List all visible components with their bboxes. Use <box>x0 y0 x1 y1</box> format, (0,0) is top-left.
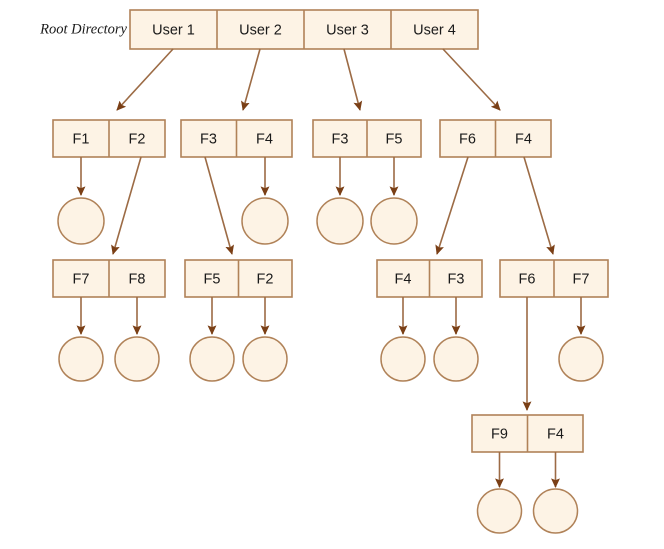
root-cell-user-1[interactable]: User 1 <box>152 22 195 38</box>
user1-directory: F1 F2 <box>52 119 166 158</box>
cell-f9[interactable]: F9 <box>491 426 508 442</box>
root-cell-user-3[interactable]: User 3 <box>326 22 369 38</box>
cell-user3-f3[interactable]: F3 <box>332 131 349 147</box>
cell-f4c[interactable]: F4 <box>395 271 412 287</box>
arrow-f4b-to-subdirectory <box>523 156 555 255</box>
cell-user2-f3[interactable]: F3 <box>200 131 217 147</box>
file-node-f4d[interactable] <box>532 488 579 534</box>
cell-f7[interactable]: F7 <box>73 271 90 287</box>
file-node-f7b[interactable] <box>558 336 604 382</box>
cell-f6b[interactable]: F6 <box>519 271 536 287</box>
file-node-f3c[interactable] <box>433 336 479 382</box>
f6-subdirectory: F4 F3 <box>376 259 483 298</box>
cell-user2-f4[interactable]: F4 <box>256 131 273 147</box>
root-cell-user-2[interactable]: User 2 <box>239 22 282 38</box>
cell-f2b[interactable]: F2 <box>257 271 274 287</box>
arrow-user1-to-dir <box>116 48 174 111</box>
cell-user1-f1[interactable]: F1 <box>73 131 90 147</box>
f2-subdirectory: F7 F8 <box>52 259 166 298</box>
cell-user4-f6[interactable]: F6 <box>459 131 476 147</box>
root-directory-label: Root Directory <box>39 21 127 37</box>
arrow-user3-to-dir <box>343 48 363 111</box>
f6-deep-subdirectory: F9 F4 <box>471 414 584 453</box>
file-node-f4c[interactable] <box>380 336 426 382</box>
cell-user1-f2[interactable]: F2 <box>129 131 146 147</box>
arrow-user2-to-dir <box>241 48 261 111</box>
file-node-f9[interactable] <box>476 488 523 534</box>
file-node-f5[interactable] <box>370 197 418 245</box>
file-node-f8[interactable] <box>114 336 160 382</box>
arrow-f3-to-subdirectory <box>204 156 234 255</box>
root-cell-user-4[interactable]: User 4 <box>413 22 456 38</box>
user3-directory: F3 F5 <box>312 119 422 158</box>
f4-subdirectory: F6 F7 <box>499 259 609 298</box>
f3-subdirectory: F5 F2 <box>184 259 293 298</box>
arrow-user4-to-dir <box>442 48 501 111</box>
cell-user3-f5[interactable]: F5 <box>386 131 403 147</box>
cell-f3c[interactable]: F3 <box>448 271 465 287</box>
file-node-f1[interactable] <box>57 197 105 245</box>
root-directory-row: User 1 User 2 User 3 User 4 <box>129 9 479 50</box>
user2-directory: F3 F4 <box>180 119 293 158</box>
cell-f8[interactable]: F8 <box>129 271 146 287</box>
file-node-f5b[interactable] <box>189 336 235 382</box>
cell-f4d[interactable]: F4 <box>547 426 564 442</box>
file-node-f3b[interactable] <box>316 197 364 245</box>
arrow-f2-to-subdirectory <box>111 156 142 255</box>
cell-f5b[interactable]: F5 <box>204 271 221 287</box>
arrow-f6-to-subdirectory <box>435 156 469 255</box>
cell-f7b[interactable]: F7 <box>573 271 590 287</box>
file-node-f7[interactable] <box>58 336 104 382</box>
user4-directory: F6 F4 <box>439 119 552 158</box>
file-node-f4[interactable] <box>241 197 289 245</box>
cell-user4-f4[interactable]: F4 <box>515 131 532 147</box>
file-node-f2b[interactable] <box>242 336 288 382</box>
